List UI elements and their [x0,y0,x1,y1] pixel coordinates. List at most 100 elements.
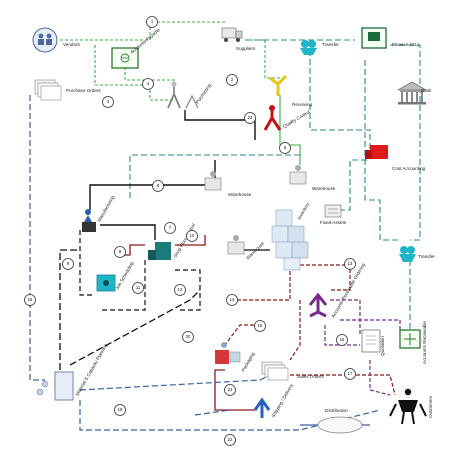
packaging-label: Packaging [241,351,256,372]
svg-text:23: 23 [248,115,253,120]
svg-text:1: 1 [151,19,154,24]
flow-line-black-7 [59,249,80,370]
warehouse-top-label: Warehouse [228,192,252,197]
flow-marker-19: 19 [114,404,126,416]
bank-node: Bank [396,81,432,105]
flow-line-purple-3 [369,360,391,396]
purchase-orders-node: Purchase Orders [34,79,101,101]
flow-marker-1: 1 [146,16,158,28]
svg-text:21: 21 [228,387,233,392]
svg-text:8: 8 [119,249,122,254]
job-scheduling-node: Job Scheduling [96,260,135,292]
sales-orders-node: Sales Orders [261,361,325,381]
warehouse-right-node: Warehouse [289,165,336,191]
transfer-top-node: Transfer [300,40,339,55]
packaging-node: Packaging [215,342,256,373]
flow-line-blue-4 [194,409,231,416]
sales-orders-label: Sales Orders [297,374,325,379]
warehouse-right-label: Warehouse [312,186,336,191]
flow-marker-10: 10 [186,230,198,242]
customers-label: Customers [428,395,433,418]
flow-line-darkred-8 [224,324,260,346]
flow-markers: 1 2 3 4 5 6 7 8 9 10 11 12 13 14 15 16 1… [24,16,356,446]
cost-accounting-node: Cost Accounting [365,145,426,171]
flow-marker-16: 16 [336,334,348,346]
transfer-top-label: Transfer [322,42,339,47]
svg-text:14: 14 [230,297,235,302]
flow-marker-2: 2 [226,74,238,86]
flow-line-green-1 [60,21,225,41]
shipping-delivery-node: Shipping / Delivery [253,382,295,419]
distribution-label: Distribution [325,408,348,413]
quality-control-label: Quality Control [282,109,311,129]
accounts-receivable-label: Accounts Receivable [422,321,427,364]
flow-marker-9: 9 [62,258,74,270]
flow-marker-15: 15 [254,320,266,332]
svg-text:3: 3 [107,99,110,104]
accounts-payable-node: Accounts Payable [111,27,161,69]
shipping-delivery-label: Shipping / Delivery [271,382,295,418]
vendors-node: Vendors [32,27,81,53]
flow-marker-13: 13 [344,258,356,270]
accounts-payable-label: Accounts Payable [129,27,161,55]
quotation-label: Quotation [380,336,385,356]
vendors-label: Vendors [63,42,81,47]
flow-line-darkred-4 [300,264,351,291]
svg-text:11: 11 [136,285,141,290]
flow-marker-6: 6 [152,180,164,192]
flow-line-blue-3 [79,374,271,391]
flow-line-black-4 [79,230,95,296]
customers-node: Customers [389,388,433,425]
cost-accounting-label: Cost Accounting [392,166,426,171]
suppliers-label: Suppliers [236,46,256,51]
flow-line-darkred-3 [230,265,291,301]
manufacturing-label: Manufacturing [97,194,116,222]
receiving-node: Receiving [269,74,313,107]
purchasing-node: Purchasing [167,81,212,109]
quality-control-node: Quality Control [263,105,311,131]
svg-text:5: 5 [284,145,287,150]
flow-line-teal-3 [390,44,421,241]
flow-line-darkred-7 [290,374,396,396]
flow-marker-7: 7 [164,222,176,234]
svg-text:10: 10 [190,233,195,238]
flow-marker-4: 4 [142,78,154,90]
suppliers-node: Suppliers [221,27,256,51]
inventory-label: Inventory [297,201,311,220]
fixed-assets-label: Fixed Assets [320,220,347,225]
svg-text:6: 6 [157,183,160,188]
svg-text:16: 16 [340,337,345,342]
flow-line-black-5 [100,260,146,311]
svg-text:4: 4 [147,81,150,86]
flow-line-black-1 [184,110,256,140]
flow-marker-21: 21 [224,384,236,396]
flow-marker-3: 3 [102,96,114,108]
flow-marker-11: 11 [132,282,144,294]
svg-text:2: 2 [231,77,234,82]
svg-text:20: 20 [186,334,191,339]
transfer-right-label: Transfer [418,254,435,259]
flow-line-teal-7 [330,159,370,211]
svg-text:22: 22 [228,437,233,442]
flow-marker-5: 5 [279,142,291,154]
finance-node: Finance (GL) [361,27,419,49]
distribution-node: Distribution [317,408,363,434]
quotation-node: Quotation [361,329,385,356]
flow-line-darkred-6 [214,369,255,411]
flow-marker-8: 8 [114,246,126,258]
flow-marker-20: 20 [182,331,194,343]
svg-text:19: 19 [118,407,123,412]
flow-marker-22: 22 [224,434,236,446]
flow-marker-23: 23 [244,112,256,124]
purchase-orders-label: Purchase Orders [66,88,101,93]
accounts-receivable-ordering-label: Accounts Receivable Ordering [331,262,367,319]
flow-line-darkred-1 [175,235,206,246]
inventory-node: Inventory [271,201,311,271]
flow-marker-17: 17 [344,368,356,380]
material-capacity-planning-node: Material & Capacity Planning [36,343,109,401]
accounts-receivable-node: Accounts Receivable [399,321,427,364]
svg-text:15: 15 [258,323,263,328]
finance-label: Finance (GL) [392,42,419,47]
svg-text:17: 17 [348,371,353,376]
